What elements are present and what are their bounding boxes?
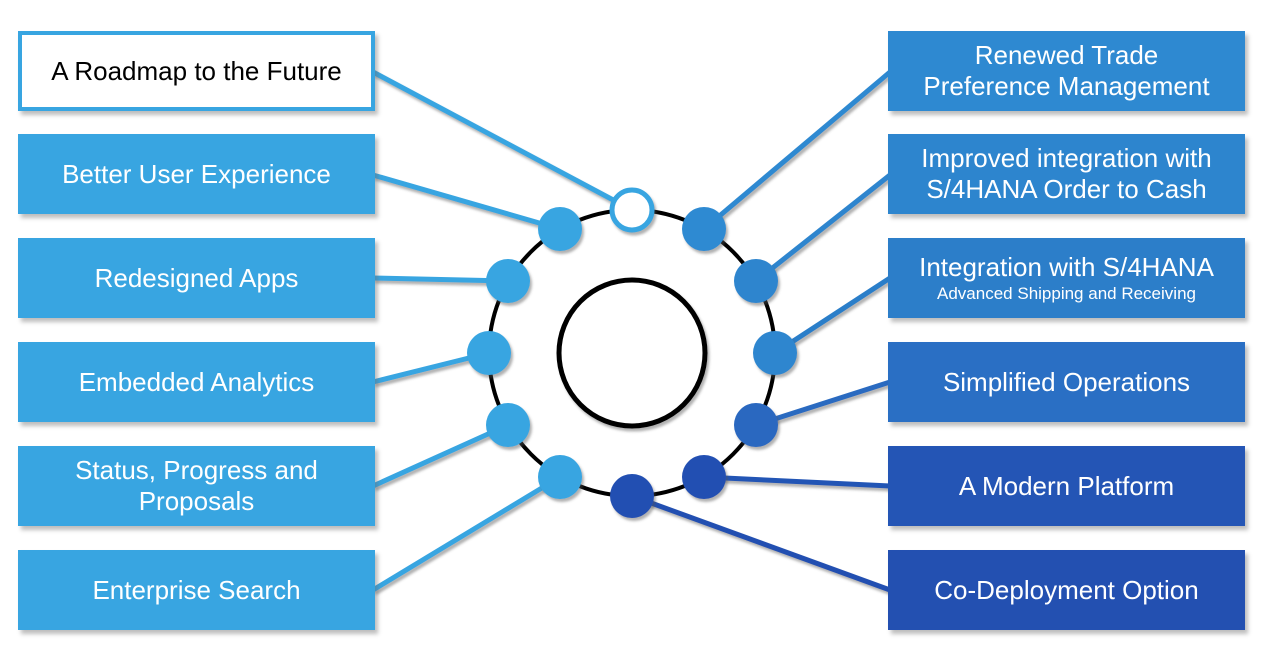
node-status-progress: Status, Progress and Proposals xyxy=(18,446,375,526)
dot-redesigned-apps xyxy=(486,259,530,303)
node-simplified-operations: Simplified Operations xyxy=(888,342,1245,422)
node-label: Better User Experience xyxy=(62,158,331,189)
dot-enterprise-search xyxy=(538,455,582,499)
node-improved-integration: Improved integration with S/4HANA Order … xyxy=(888,134,1245,214)
node-enterprise-search: Enterprise Search xyxy=(18,550,375,630)
dot-improved-integration xyxy=(734,259,778,303)
node-embedded-analytics: Embedded Analytics xyxy=(18,342,375,422)
connector-integration-asr xyxy=(773,275,892,356)
connector-co-deployment xyxy=(631,493,891,593)
node-modern-platform: A Modern Platform xyxy=(888,446,1245,526)
dot-renewed-trade xyxy=(682,207,726,251)
dot-better-user-experience xyxy=(538,207,582,251)
node-label: Enterprise Search xyxy=(92,574,301,605)
node-co-deployment: Co-Deployment Option xyxy=(888,550,1245,630)
connector-lines xyxy=(371,69,892,593)
connector-redesigned-apps xyxy=(372,275,509,284)
node-redesigned-apps: Redesigned Apps xyxy=(18,238,375,318)
dot-modern-platform xyxy=(682,455,726,499)
connector-modern-platform xyxy=(703,474,891,489)
inner-circle xyxy=(556,277,708,429)
hub-dots xyxy=(467,187,797,518)
node-better-user-experience: Better User Experience xyxy=(18,134,375,214)
connector-status-progress xyxy=(371,422,510,489)
node-roadmap: A Roadmap to the Future xyxy=(18,31,375,111)
node-sublabel: Advanced Shipping and Receiving xyxy=(937,283,1196,303)
node-label: Embedded Analytics xyxy=(78,366,315,397)
connector-better-user-experience xyxy=(372,172,561,232)
node-integration-asr: Integration with S/4HANA Advanced Shippi… xyxy=(888,238,1245,318)
dot-embedded-analytics xyxy=(467,331,511,375)
node-label: Redesigned Apps xyxy=(94,262,299,293)
node-label: Improved integration with S/4HANA Order … xyxy=(921,143,1212,204)
node-renewed-trade: Renewed Trade Preference Management xyxy=(888,31,1245,111)
node-label: Status, Progress and Proposals xyxy=(75,455,318,516)
node-label: Simplified Operations xyxy=(942,366,1191,397)
connector-roadmap xyxy=(371,69,634,213)
node-label: A Modern Platform xyxy=(958,470,1175,501)
dot-co-deployment xyxy=(610,474,654,518)
node-label: Integration with S/4HANA xyxy=(919,252,1214,283)
connector-renewed-trade xyxy=(702,70,892,231)
dot-roadmap xyxy=(609,187,655,233)
connector-enterprise-search xyxy=(371,474,562,593)
node-label: Co-Deployment Option xyxy=(934,574,1199,605)
dot-simplified-operations xyxy=(734,403,778,447)
dot-status-progress xyxy=(486,403,530,447)
connector-simplified-operations xyxy=(755,379,891,428)
node-label: Renewed Trade Preference Management xyxy=(923,40,1210,101)
node-label: A Roadmap to the Future xyxy=(51,55,342,86)
dot-integration-asr xyxy=(753,331,797,375)
connector-improved-integration xyxy=(754,173,892,283)
